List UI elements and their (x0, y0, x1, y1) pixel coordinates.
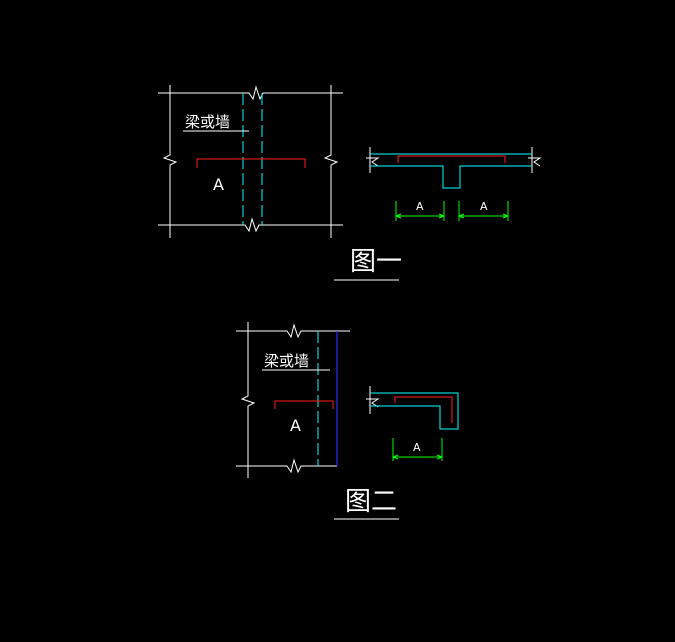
plan2-left-edge-break (240, 322, 256, 478)
section2-dim-arrows (392, 454, 443, 460)
plan-dim-label: A (213, 175, 224, 194)
plan2-top-edge-break (236, 323, 350, 339)
figure-1: 梁或墙 A A A 图一 (158, 85, 542, 281)
section-rebar (397, 155, 506, 163)
section-dim-left: A (416, 200, 424, 213)
section2-left-break (366, 398, 380, 408)
slab-bottom-with-beam (370, 165, 532, 189)
plan2-label: 梁或墙 (264, 352, 309, 370)
section2-cantilever-outline (370, 392, 459, 430)
plan-right-edge-break (323, 85, 339, 238)
figure-1-section-view: A A (366, 147, 542, 221)
plan2-rebar (274, 400, 334, 409)
section-dim-right: A (480, 200, 488, 213)
dim-arrows (395, 213, 509, 219)
plan-bottom-edge-break (158, 217, 343, 233)
plan2-dim-label: A (290, 416, 301, 435)
figure-1-plan-view: 梁或墙 A (158, 85, 343, 238)
figure-2-plan-view: 梁或墙 A (236, 322, 350, 478)
plan-label: 梁或墙 (185, 113, 230, 131)
plan-left-edge-break (162, 85, 178, 238)
section-left-break (366, 157, 380, 167)
plan2-bottom-edge-break (236, 458, 337, 474)
figure-1-caption: 图一 (350, 247, 402, 277)
figure-2-caption: 图二 (345, 487, 397, 517)
section2-dim-label: A (413, 441, 421, 454)
figure-2-section-view: A (366, 386, 459, 461)
section2-rebar (394, 396, 453, 423)
rebar-top (196, 158, 306, 168)
plan-top-edge-break (158, 85, 343, 101)
figure-2: 梁或墙 A A 图二 (236, 322, 459, 520)
section-right-break (528, 157, 542, 167)
